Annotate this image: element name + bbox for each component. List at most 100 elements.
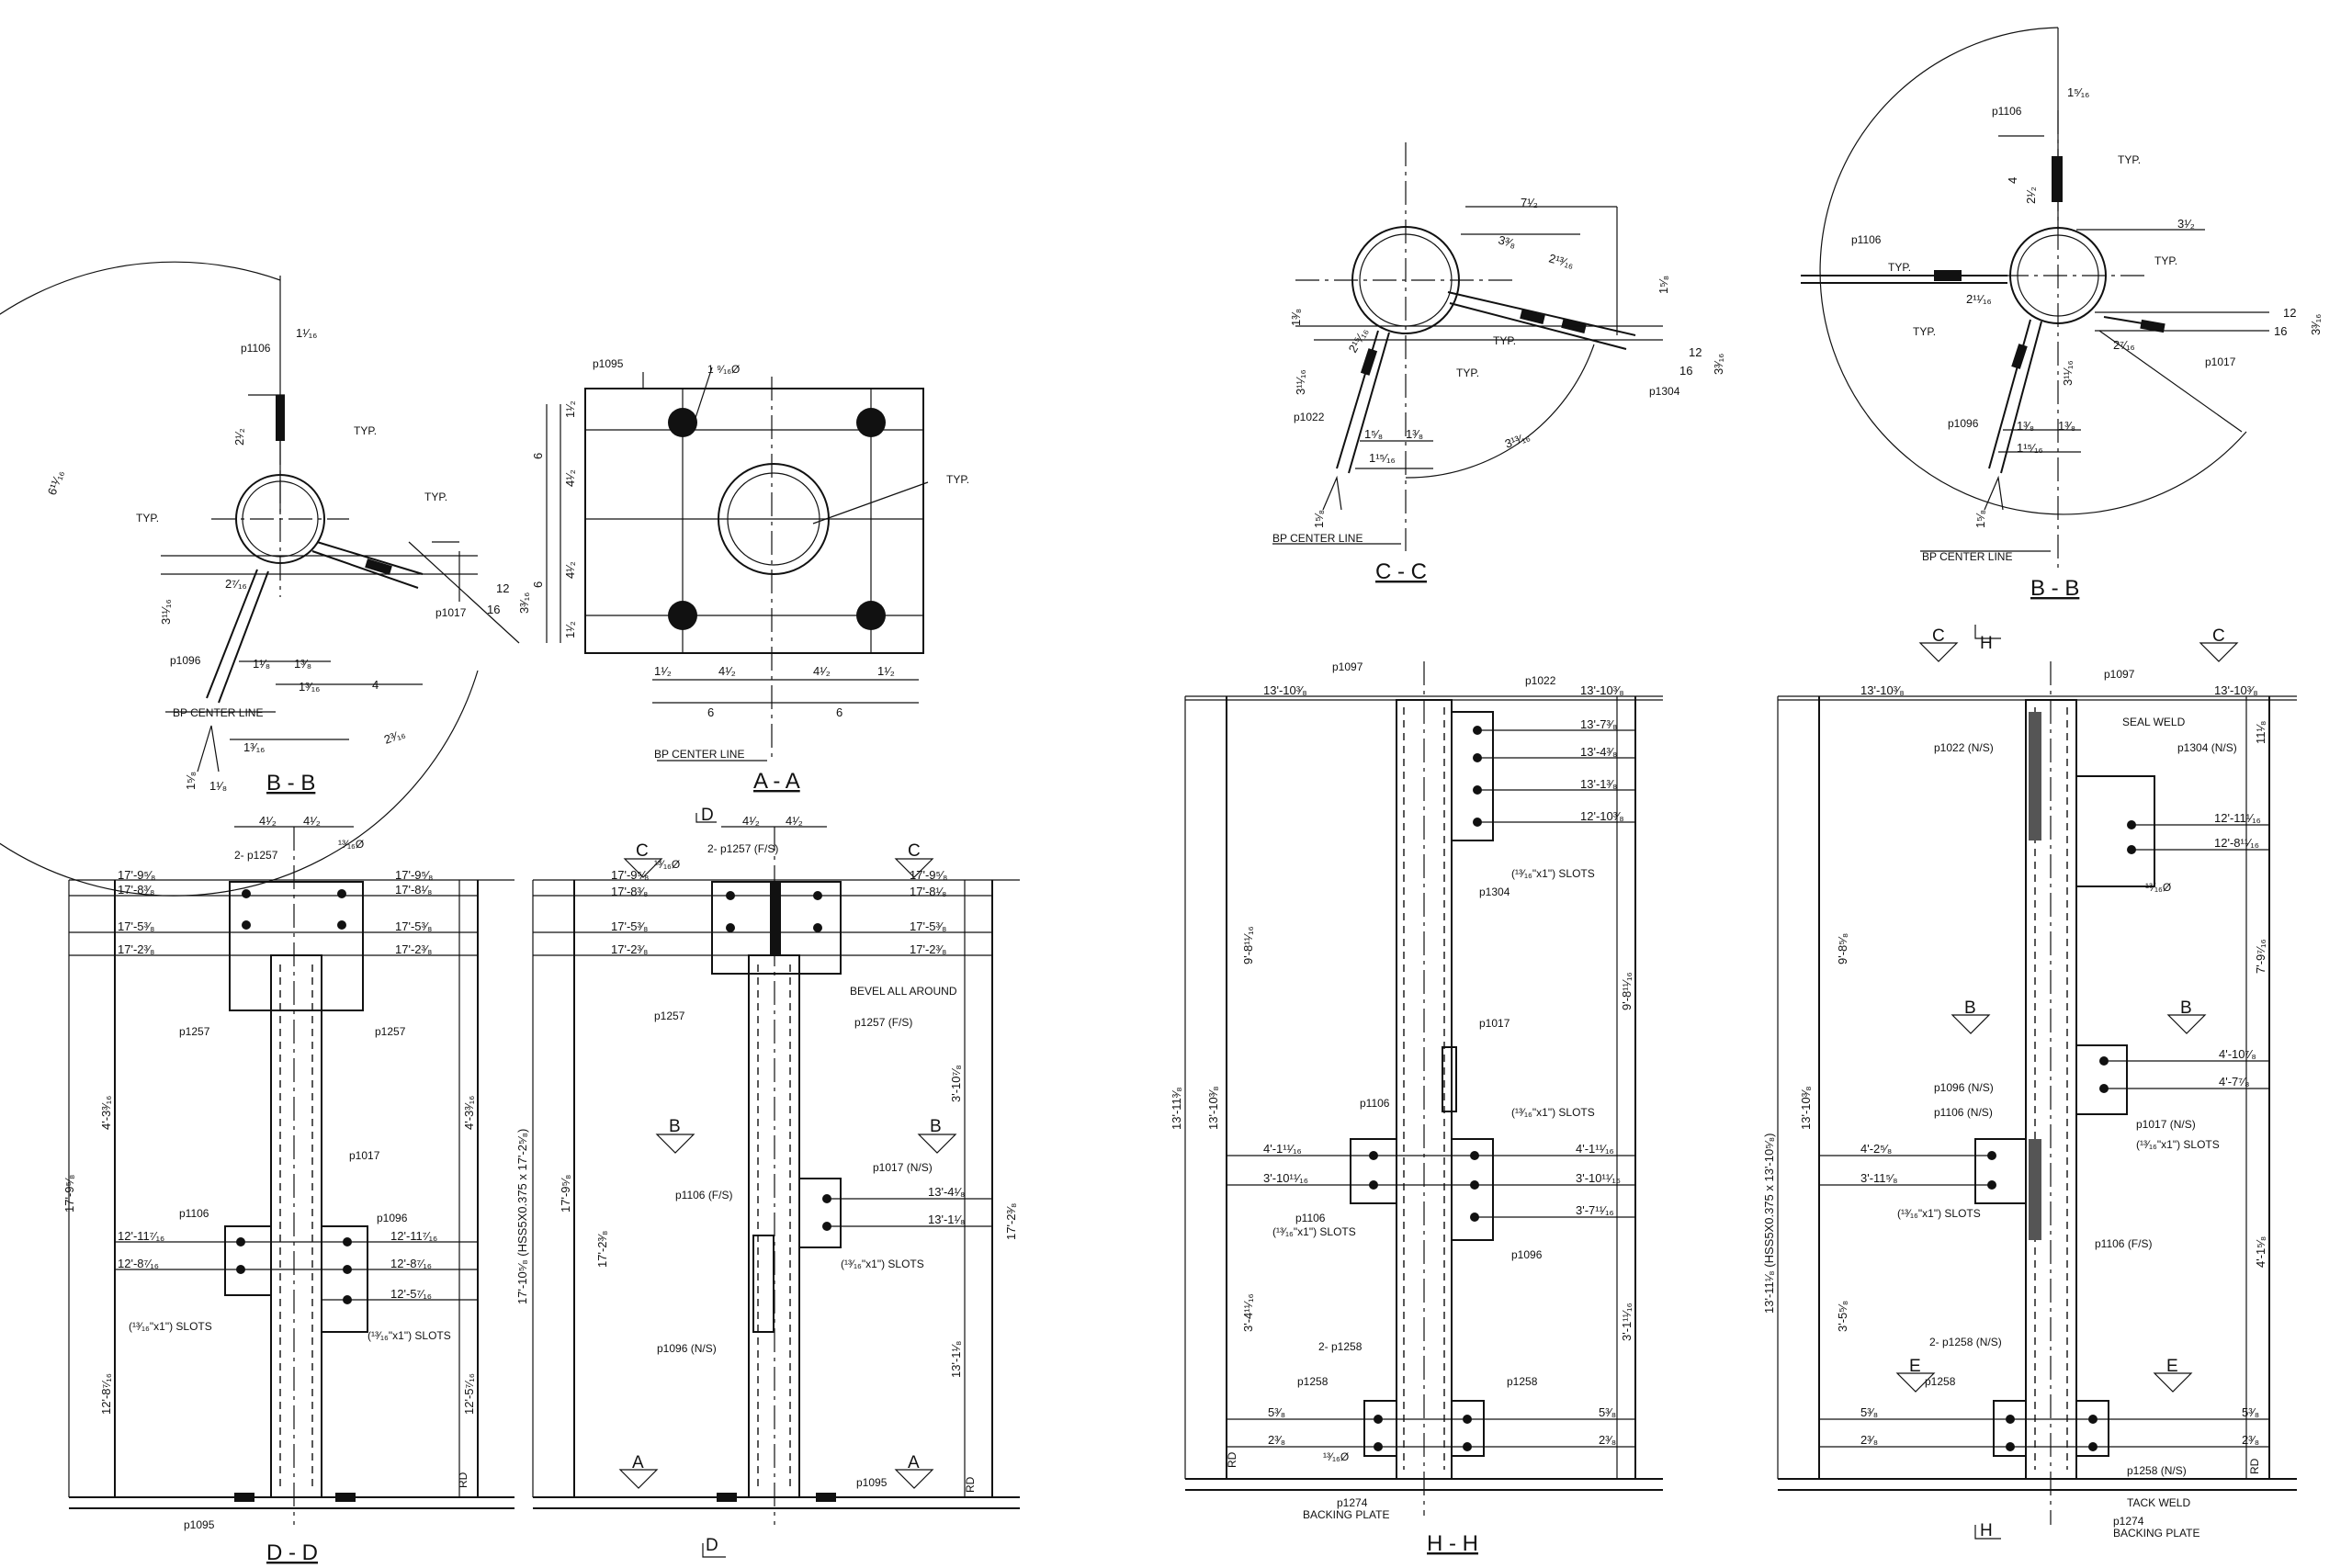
slot-note: (¹³⁄₁₆"x1") SLOTS: [129, 1320, 212, 1333]
dimension: 1¹⁄₈: [209, 779, 227, 793]
section-marker: C: [908, 841, 921, 861]
dimension: 4: [2006, 177, 2019, 184]
part-label: 2- p1258: [1318, 1340, 1363, 1353]
dimension: 4'-3³⁄₁₆: [99, 1096, 113, 1130]
weld-note: TYP.: [1913, 325, 1936, 338]
part-label: p1106: [1992, 105, 2022, 118]
elevation-label: 17'-2³⁄₈: [118, 942, 154, 956]
part-label: p1017 (N/S): [873, 1161, 933, 1174]
plate-p1304: [2075, 775, 2155, 887]
dimension: 3'-4¹¹⁄₁₆: [1241, 1293, 1255, 1332]
arc-dimension: [1405, 344, 1595, 479]
dimension: 6: [707, 705, 714, 719]
view-title: D - D: [266, 1540, 318, 1565]
weld-note: TYP.: [1456, 367, 1479, 379]
view-dd: 4¹⁄₂ 4¹⁄₂ 2- p1257 ¹³⁄₁₆Ø p1257 p1257 p1…: [62, 814, 514, 1565]
dimension: 9'-8¹¹⁄₁₆: [1241, 926, 1255, 964]
elevation-label: 12'-8⁷⁄₁₆: [118, 1257, 159, 1270]
hole-callout: ¹³⁄₁₆Ø: [2145, 881, 2171, 894]
dimension: 1¹⁵⁄₁₆: [2017, 441, 2043, 455]
dimension: 6: [531, 453, 545, 459]
elevation-label: 17'-2³⁄₈: [910, 942, 946, 956]
dimension: 1⁵⁄₈: [1973, 510, 1987, 528]
dimension: 13'-11¹⁄₈ (HSS5X0.375 x 13'-10⁵⁄₈): [1762, 1134, 1776, 1314]
dimension: 1¹⁄₂: [877, 664, 895, 678]
section-marker: H: [1980, 1521, 1993, 1540]
dimension: 3¹¹⁄₁₆: [2061, 360, 2075, 386]
elevation-label: 13'-7³⁄₈: [1580, 717, 1617, 731]
dimension: 1¹⁄₁₆: [296, 326, 317, 340]
part-label: p1106 (F/S): [675, 1189, 732, 1201]
part-label: p1022: [1525, 674, 1556, 687]
part-label: p1017: [1479, 1017, 1510, 1030]
elevation-label: 17'-9⁵⁄₈: [910, 868, 947, 882]
dimension: 1³⁄₈: [294, 657, 311, 671]
part-label: p1096: [1511, 1248, 1543, 1261]
part-label: p1096: [170, 654, 201, 667]
dimension: 2⁷⁄₁₆: [2113, 338, 2135, 352]
elevation-label: 17'-8³⁄₈: [118, 883, 154, 897]
dimension: 2¹³⁄₁₆: [1547, 251, 1576, 271]
elevation-label: 13'-10³⁄₈: [1263, 683, 1307, 697]
part-label: p1304 (N/S): [2177, 741, 2237, 754]
elevation-label: 2³⁄₈: [1599, 1433, 1616, 1447]
part-label: p1106 (N/S): [1934, 1106, 1993, 1119]
dimension: 16: [2274, 324, 2287, 338]
elevation-label: 5³⁄₈: [2242, 1405, 2259, 1419]
elevation-label: 13'-10³⁄₈: [2214, 683, 2258, 697]
hole-callout: ¹³⁄₁₆Ø: [654, 858, 680, 871]
plate-p1022: [2029, 712, 2041, 840]
dimension: 3¹⁄₂: [2177, 217, 2195, 231]
section-marker: A: [632, 1453, 644, 1472]
part-label: p1304: [1479, 886, 1510, 898]
section-marker: B: [930, 1117, 942, 1136]
elevation-label: 12'-11⁷⁄₁₆: [118, 1229, 164, 1243]
rd-note: RD: [1226, 1451, 1238, 1468]
dimension: 1³⁄₈: [1289, 309, 1303, 326]
weld-note: TYP.: [1493, 334, 1516, 347]
base-plate: [584, 388, 924, 654]
dimension: 4'-1⁵⁄₈: [2254, 1236, 2267, 1268]
centerline-label: BP CENTER LINE: [173, 706, 263, 719]
plate-p1106: [224, 1225, 272, 1296]
elevation-label: 5³⁄₈: [1860, 1405, 1878, 1419]
part-label: p1017 (N/S): [2136, 1118, 2196, 1131]
elevation-label: 17'-8³⁄₈: [611, 885, 648, 898]
dimension: 4¹⁄₂: [742, 814, 760, 828]
view-title: B - B: [2030, 576, 2079, 601]
view-title: A - A: [753, 769, 800, 794]
arc-dimension: [0, 261, 479, 897]
dimension: 12'-5⁷⁄₁₆: [462, 1373, 476, 1415]
slot-note: (¹³⁄₁₆"x1") SLOTS: [1897, 1207, 1981, 1220]
elevation-label: 12'-10³⁄₈: [1580, 809, 1624, 823]
dimension: 17'-2³⁄₈: [1004, 1203, 1018, 1240]
dimension: 16: [1679, 364, 1692, 378]
plate-p1106: [1974, 1138, 2027, 1204]
section-marker: A: [908, 1453, 920, 1472]
elevation-label: 17'-9⁵⁄₈: [395, 868, 433, 882]
dimension: 1³⁄₈: [1406, 427, 1423, 441]
part-label: p1258 (N/S): [2127, 1464, 2187, 1477]
dimension: 4¹⁄₂: [563, 469, 577, 487]
dimension: 9'-8¹¹⁄₁₆: [1620, 972, 1634, 1010]
elevation-label: 13'-1¹⁄₈: [928, 1213, 965, 1226]
dimension: 1⁵⁄₈: [1657, 276, 1670, 294]
plate-p1096: [1451, 1138, 1494, 1241]
weld-note: TACK WELD: [2127, 1496, 2190, 1509]
part-label: p1257 (F/S): [854, 1016, 912, 1029]
weld-note: TYP.: [2118, 153, 2141, 166]
view-hh-right: C H C B B E E H p1097 p1022 (N/S) p1304 …: [1762, 625, 2297, 1540]
elevation-label: 17'-5³⁄₈: [118, 919, 154, 933]
view-dd-mid: C C D D B B A A 4¹⁄₂ 4¹⁄₂ 2- p1257 (F/S)…: [515, 806, 1020, 1558]
elevation-label: 17'-8¹⁄₈: [910, 885, 946, 898]
dimension: 7¹⁄₂: [1521, 196, 1538, 209]
elevation-label: 17'-9⁵⁄₈: [118, 868, 155, 882]
dimension: 3'-10⁷⁄₈: [949, 1065, 963, 1102]
dimension: 11¹⁄₈: [2254, 721, 2267, 744]
slot-note: (¹³⁄₁₆"x1") SLOTS: [1511, 867, 1595, 880]
dimension: 4¹⁄₂: [786, 814, 803, 828]
elevation-label: 12'-8⁷⁄₁₆: [390, 1257, 432, 1270]
hole-callout: 1 ⁹⁄₁₆Ø: [707, 363, 740, 376]
dimension: 2⁷⁄₁₆: [225, 577, 247, 591]
